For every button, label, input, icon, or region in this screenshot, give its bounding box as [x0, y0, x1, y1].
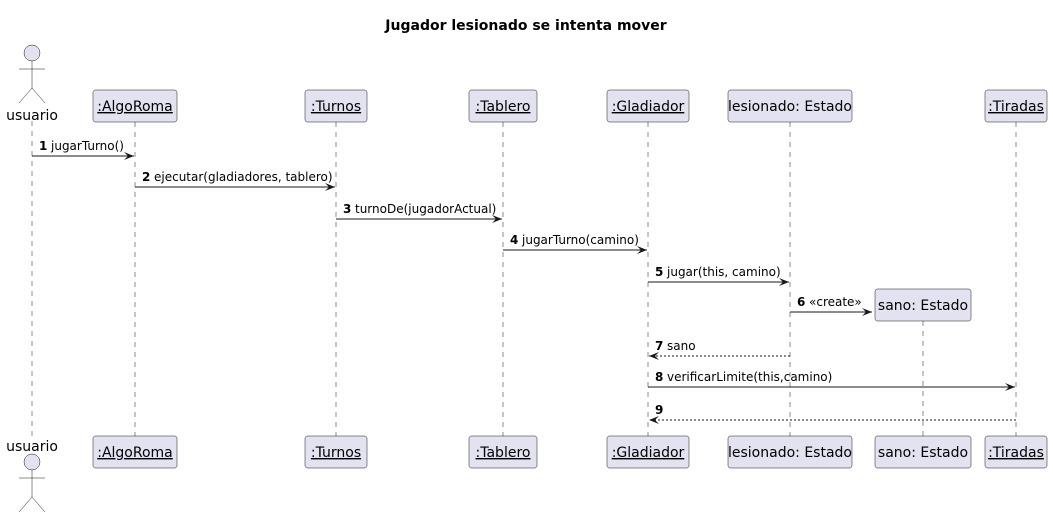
message-1-arrowhead: [124, 152, 134, 160]
turnos-label-bottom: :Turnos: [311, 445, 361, 461]
algoroma-label-bottom: :AlgoRoma: [97, 445, 173, 461]
tablero-box-bottom: [468, 435, 538, 469]
tiradas-box-top: [984, 89, 1048, 123]
participant-turnos: :Turnos :Turnos: [304, 89, 368, 469]
actor-right-leg-bottom: [31, 496, 46, 513]
message-8: 8 verificarLimite(this,camino): [648, 370, 1015, 391]
message-8-label: verificarLimite(this,camino): [667, 370, 832, 384]
sano-label-bottom: sano: Estado: [878, 445, 968, 461]
diagram-title: Jugador lesionado se intenta mover: [384, 18, 666, 34]
message-4-label: jugarTurno(camino): [521, 233, 639, 247]
message-4-number: 4: [510, 233, 518, 247]
message-2-label: ejecutar(gladiadores, tablero): [154, 170, 333, 184]
message-1-number: 1: [39, 139, 47, 153]
participant-lesionado: lesionado: Estado lesionado: Estado: [727, 89, 853, 469]
actor-label-bottom: usuario: [6, 439, 58, 455]
lesionado-label-top: lesionado: Estado: [728, 99, 852, 115]
message-3-arrowhead: [492, 215, 502, 223]
message-6-arrowhead: [862, 308, 872, 316]
participants: usuario usuario :AlgoRoma :AlgoRoma :Turnos:…: [6, 44, 1048, 513]
tiradas-label-bottom: :Tiradas: [988, 445, 1044, 461]
message-7: 7 sano: [649, 339, 790, 360]
message-6-label: «create»: [809, 295, 862, 309]
message-7-number: 7: [655, 339, 663, 353]
message-9: 9: [649, 403, 1016, 424]
tablero-label-bottom: :Tablero: [476, 445, 531, 461]
actor-left-leg-bottom: [18, 496, 33, 513]
gladiador-box-top: [606, 89, 690, 123]
message-5-arrowhead: [779, 278, 789, 286]
algoroma-label-top: :AlgoRoma: [97, 99, 173, 115]
message-9-arrowhead: [649, 416, 659, 424]
actor-head-top: [23, 44, 41, 62]
lifelines: [31, 121, 1017, 436]
lesionado-box-bottom: [727, 435, 853, 469]
lesionado-box-top: [727, 89, 853, 123]
sano-label-top: sano: Estado: [878, 298, 968, 314]
message-8-arrowhead: [1005, 383, 1015, 391]
message-6-number: 6: [797, 295, 805, 309]
participant-tiradas: :Tiradas :Tiradas: [984, 89, 1048, 469]
gladiador-box-bottom: [606, 435, 690, 469]
participant-usuario: usuario usuario: [6, 44, 58, 513]
sano-box-bottom: [874, 435, 972, 469]
message-7-label: sano: [667, 339, 696, 353]
message-3: 3 turnoDe(jugadorActual): [336, 202, 502, 223]
turnos-box-bottom: [304, 435, 368, 469]
actor-label-top: usuario: [6, 108, 58, 124]
lesionado-label-bottom: lesionado: Estado: [728, 445, 852, 461]
message-2-arrowhead: [325, 183, 335, 191]
algoroma-box-bottom: [92, 435, 178, 469]
algoroma-box-top: [92, 89, 178, 123]
message-7-arrowhead: [649, 352, 659, 360]
actor-head-bottom: [23, 453, 41, 471]
message-4-arrowhead: [637, 246, 647, 254]
actor-right-leg-top: [31, 87, 46, 104]
tiradas-label-top: :Tiradas: [988, 99, 1044, 115]
message-2: 2 ejecutar(gladiadores, tablero): [135, 170, 335, 191]
message-3-label: turnoDe(jugadorActual): [355, 202, 496, 216]
gladiador-label-bottom: :Gladiador: [612, 445, 685, 461]
participant-sano: sano: Estado sano: Estado: [874, 288, 972, 469]
participant-tablero: :Tablero :Tablero: [468, 89, 538, 469]
participant-algoroma: :AlgoRoma :AlgoRoma: [92, 89, 178, 469]
message-6: 6 «create»: [790, 295, 872, 316]
message-9-number: 9: [655, 403, 663, 417]
gladiador-label-top: :Gladiador: [612, 99, 685, 115]
participant-gladiador: :Gladiador :Gladiador: [606, 89, 690, 469]
tablero-box-top: [468, 89, 538, 123]
message-3-number: 3: [343, 202, 351, 216]
tiradas-box-bottom: [984, 435, 1048, 469]
message-5-label: jugar(this, camino): [666, 265, 781, 279]
message-5-number: 5: [655, 265, 663, 279]
actor-left-leg-top: [18, 87, 33, 104]
message-1-label: jugarTurno(): [50, 139, 124, 153]
turnos-box-top: [304, 89, 368, 123]
tablero-label-top: :Tablero: [476, 99, 531, 115]
message-8-number: 8: [655, 370, 663, 384]
turnos-label-top: :Turnos: [311, 99, 361, 115]
message-2-number: 2: [142, 170, 150, 184]
sano-box-top: [874, 288, 972, 322]
